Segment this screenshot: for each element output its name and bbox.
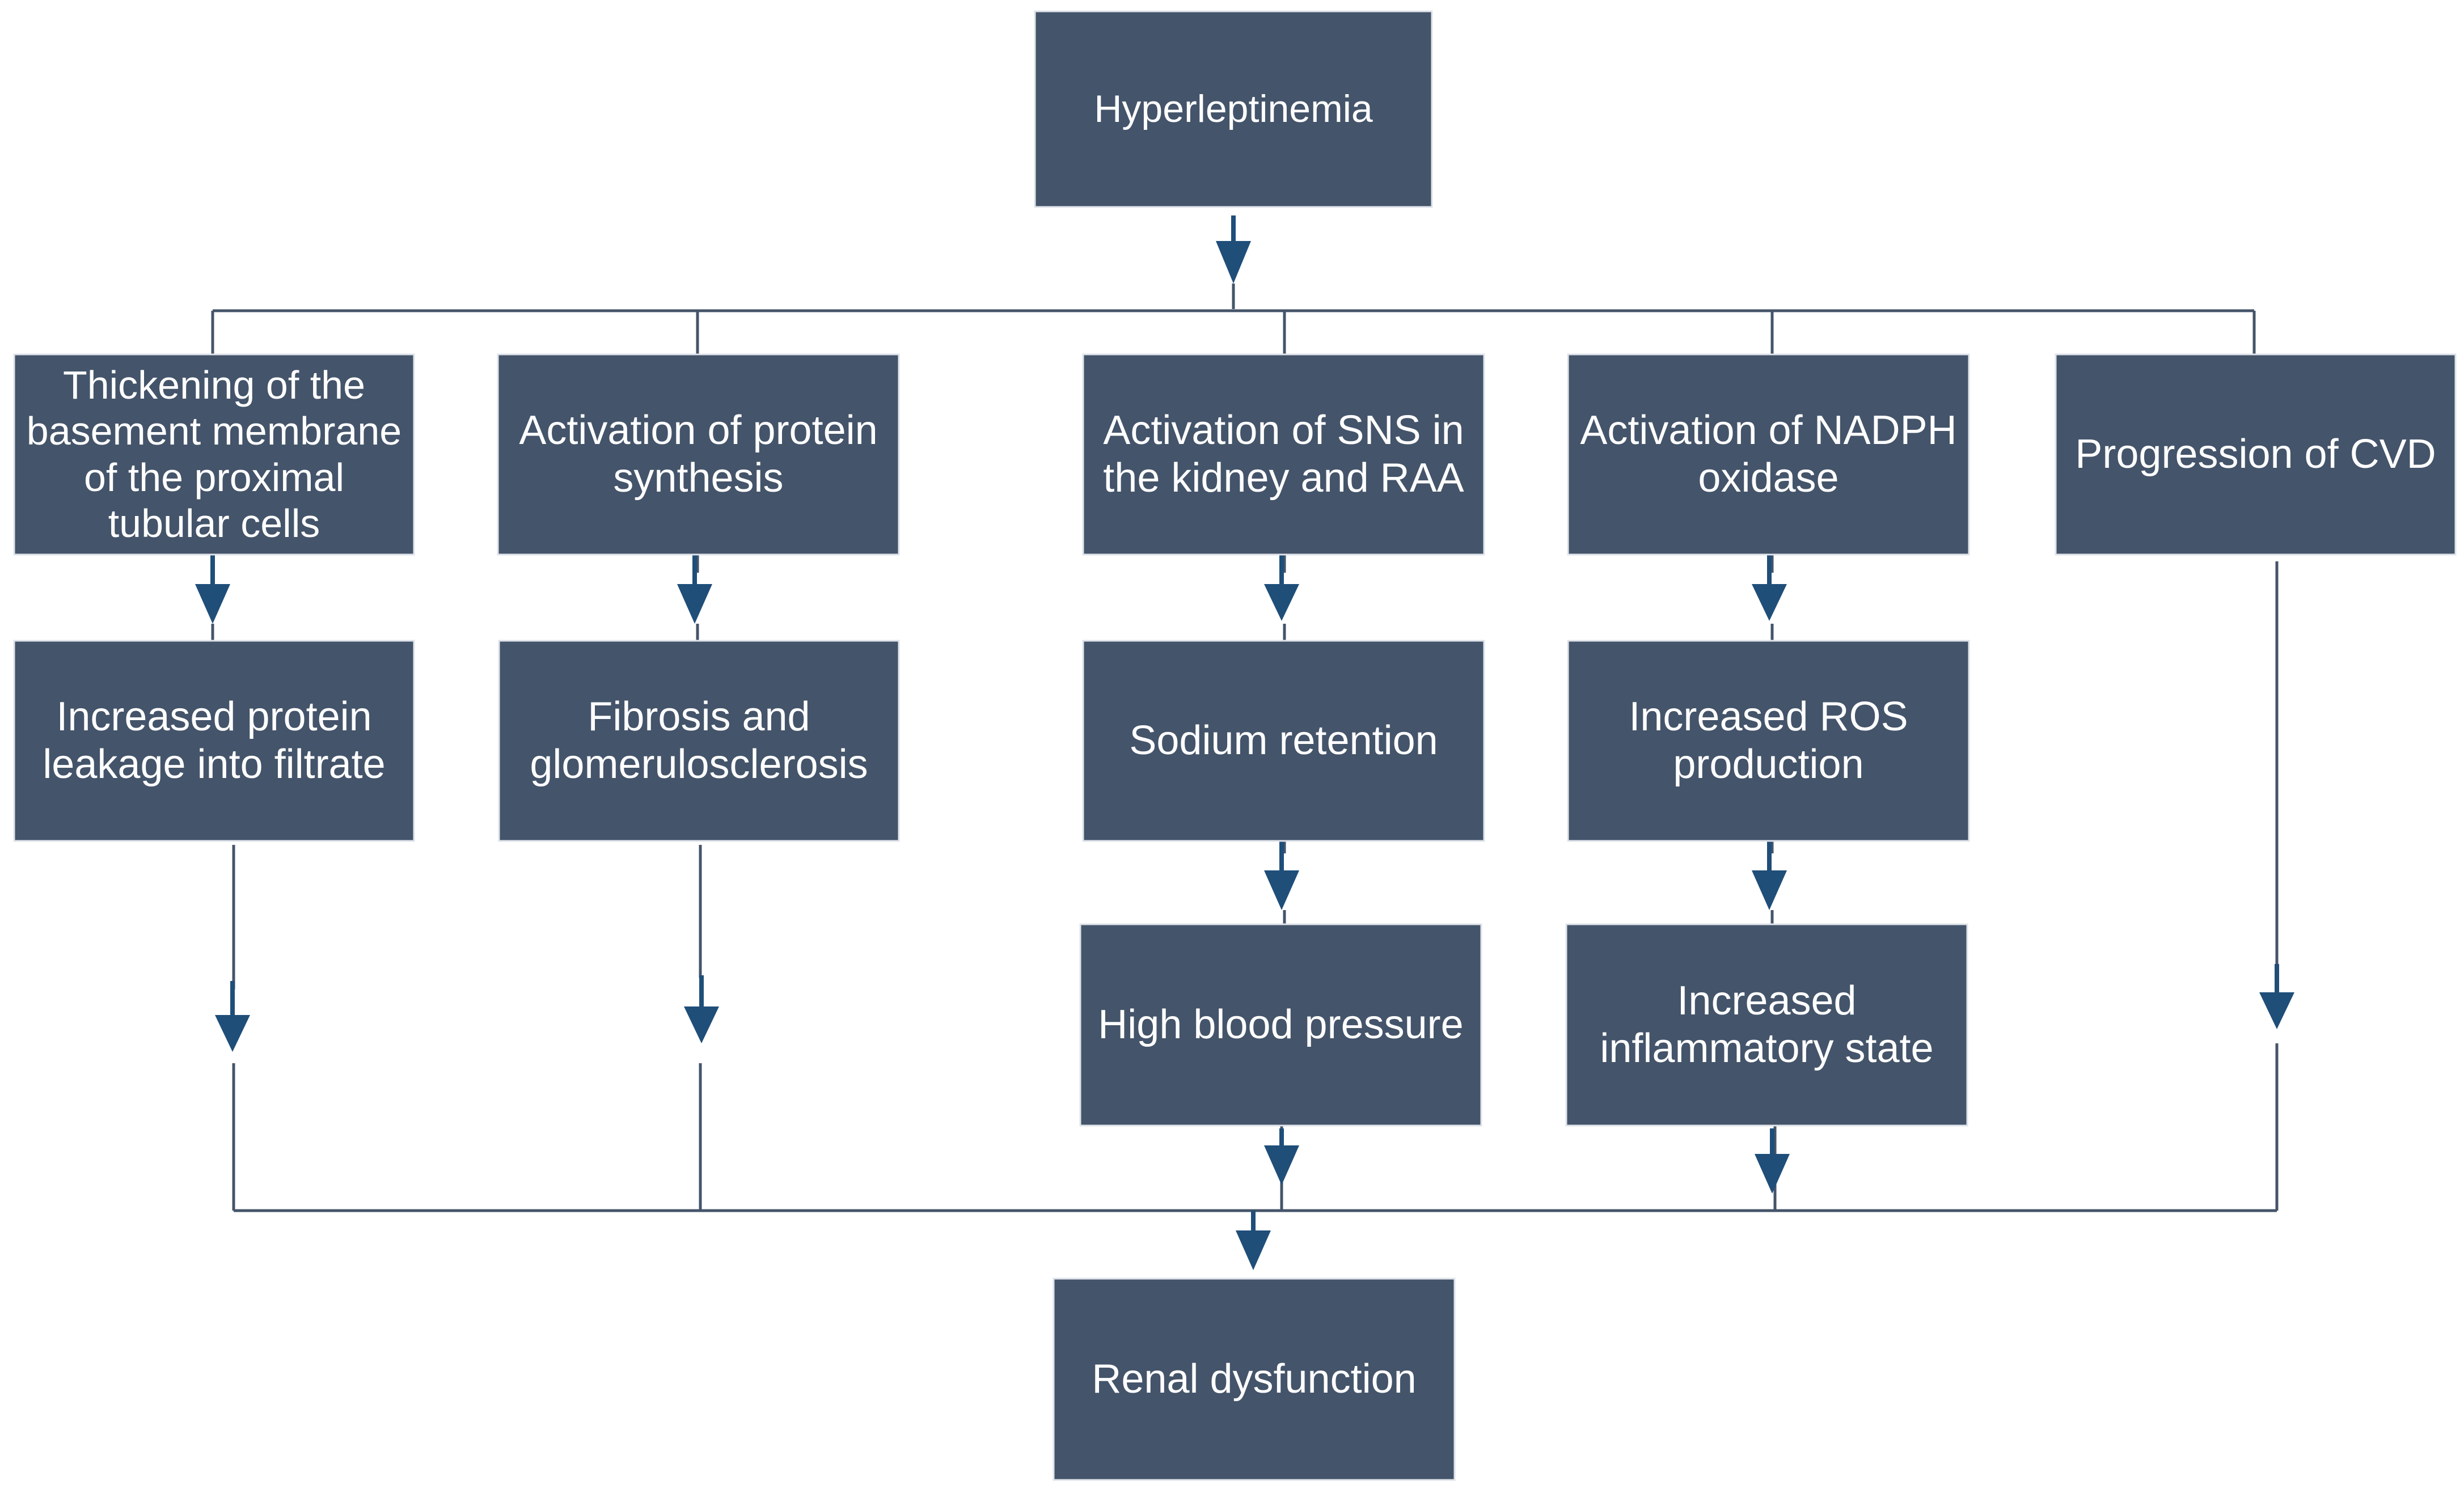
cause-label-5: Progression of CVD <box>2075 431 2436 477</box>
arrow-branch-3-2 <box>1264 841 1299 910</box>
cause-label-2: Activation of protein synthesis <box>519 407 878 501</box>
effect-box-3-2 <box>1079 923 1482 1127</box>
cause-label-3: Activation of SNS in the kidney and RAA <box>1103 407 1464 501</box>
arrow-branch-3-1 <box>1264 555 1299 621</box>
boxes <box>13 10 2457 1481</box>
effect-label-4-2: Increased inflammatory state <box>1600 978 1934 1071</box>
effect-box-1-1 <box>13 640 415 842</box>
arrow-outcome <box>1236 1211 1271 1270</box>
effect-label-1-1: Increased protein leakage into filtrate <box>43 693 386 787</box>
effect-box-4-1 <box>1567 640 1970 842</box>
arrow-branch-4-1 <box>1752 555 1787 621</box>
arrow-root-down <box>1216 215 1251 284</box>
outcome-label: Renal dysfunction <box>1092 1356 1417 1402</box>
cause-box-4 <box>1567 353 1970 556</box>
arrow-branch-3-3 <box>1264 1128 1299 1185</box>
arrow-long-1 <box>215 981 250 1052</box>
effect-box-4-2 <box>1565 923 1968 1127</box>
cause-label-1: Thickening of the basement membrane of t… <box>26 363 402 545</box>
effect-label-3-2: High blood pressure <box>1098 1001 1464 1047</box>
arrow-long-2 <box>684 975 719 1043</box>
effect-label-3-1: Sodium retention <box>1129 717 1438 763</box>
cause-box-3 <box>1082 353 1485 556</box>
effect-label-4-1: Increased ROS production <box>1629 693 1908 787</box>
effect-box-2-1 <box>498 640 900 842</box>
arrows <box>195 215 2294 1270</box>
effect-label-2-1: Fibrosis and glomerulosclerosis <box>530 693 868 787</box>
arrow-branch-1-1 <box>195 555 230 624</box>
cause-label-4: Activation of NADPH oxidase <box>1580 407 1957 501</box>
cause-box-1 <box>13 353 415 556</box>
cause-box-5 <box>2055 353 2457 556</box>
arrow-branch-2-1 <box>677 555 712 624</box>
root-box <box>1034 10 1433 208</box>
outcome-box <box>1053 1278 1456 1481</box>
effect-box-3-1 <box>1082 640 1485 842</box>
arrow-branch-4-2 <box>1752 841 1787 910</box>
arrow-long-5 <box>2259 964 2294 1029</box>
root-label: Hyperleptinemia <box>1094 87 1373 131</box>
arrow-branch-4-3 <box>1755 1128 1790 1194</box>
cause-box-2 <box>497 353 900 556</box>
